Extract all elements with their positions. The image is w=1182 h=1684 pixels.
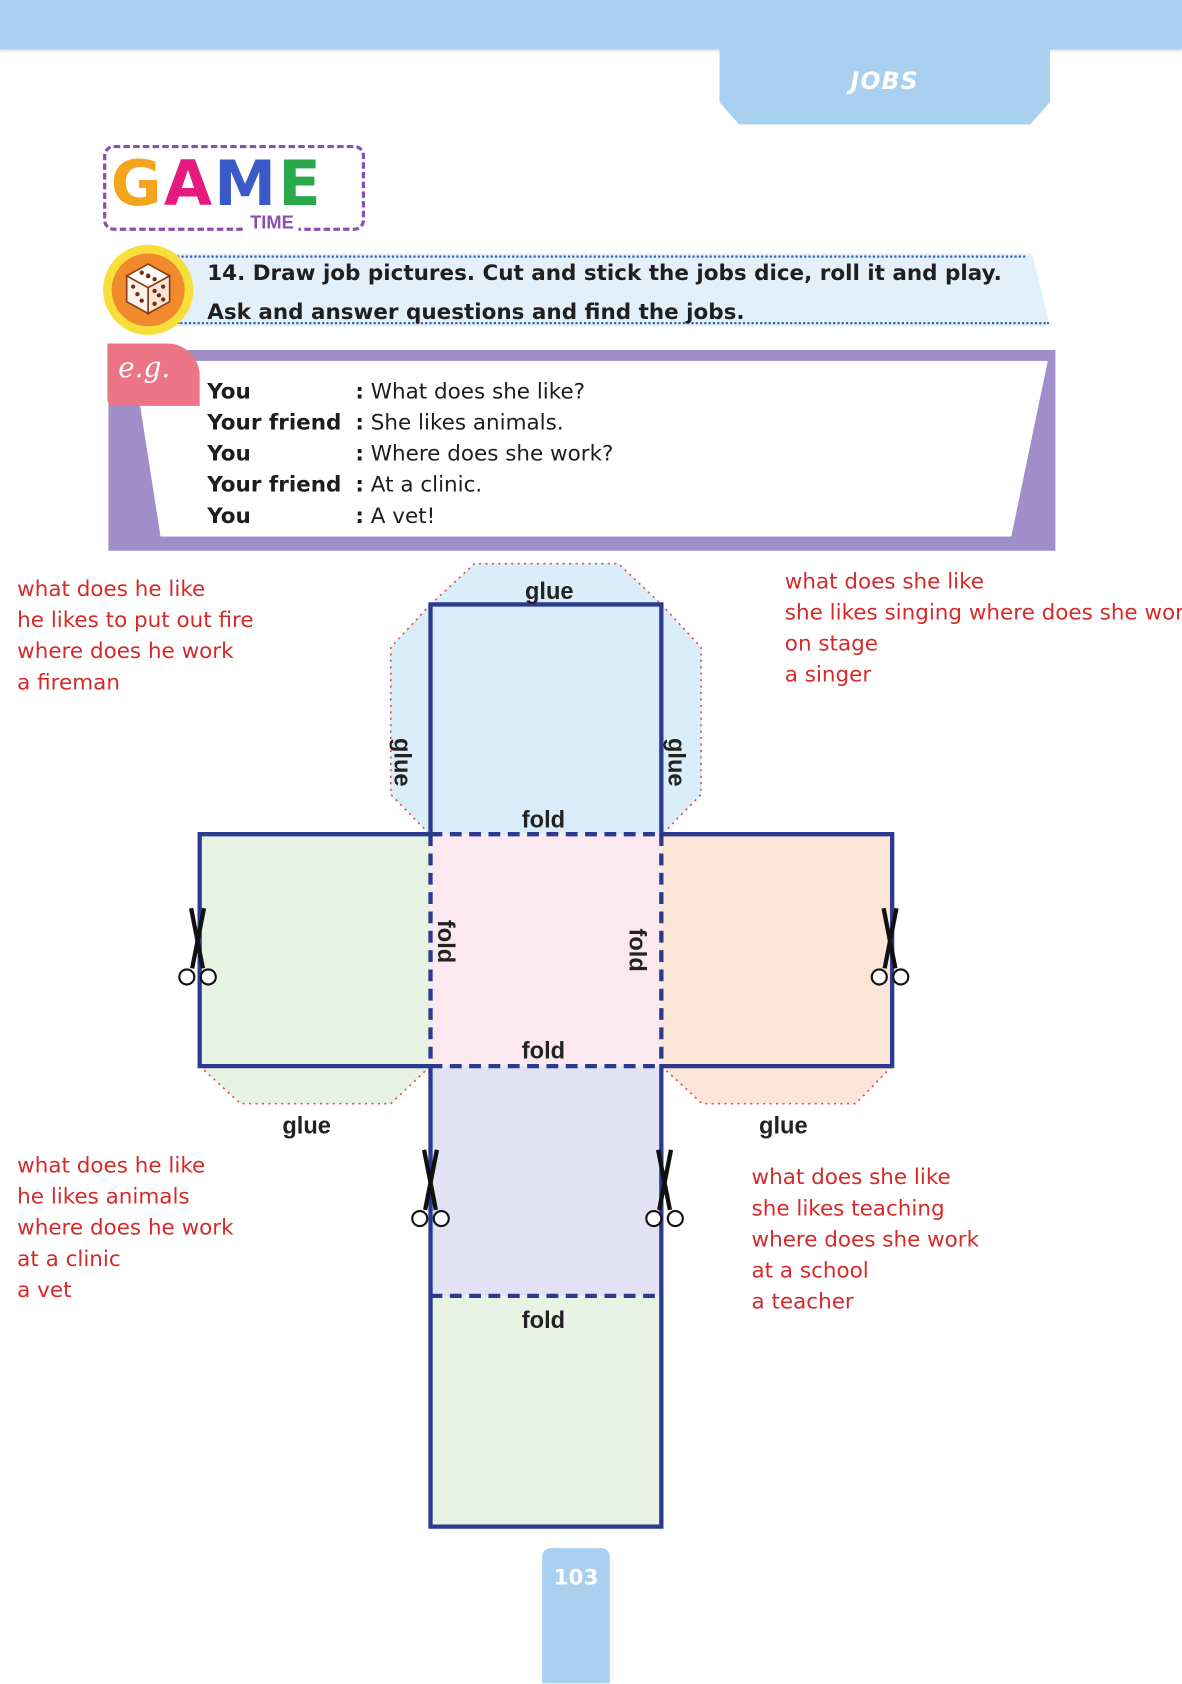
logo-letter-e: E <box>278 147 323 221</box>
instruction-top-dots <box>177 255 1026 258</box>
glue-tab-left-bottom <box>197 1065 433 1105</box>
glue-label-bottom-left: glue <box>282 1112 331 1140</box>
section-tab <box>719 49 1050 125</box>
note-line: at a clinic <box>17 1245 121 1272</box>
dialogue-text: : Where does she work? <box>355 440 614 466</box>
dialogue-speaker: You <box>207 440 251 466</box>
dialogue-text: : A vet! <box>355 502 436 529</box>
note-line: where does she work <box>751 1226 980 1252</box>
dialogue-speaker: You <box>207 502 251 529</box>
instruction-bottom-dots <box>177 322 1049 325</box>
note-line: what does he like <box>17 575 206 602</box>
logo-letter-g: G <box>110 147 164 221</box>
dialogue-speaker: Your friend <box>207 471 342 498</box>
section-tab-label: JOBS <box>850 68 919 96</box>
logo-letter-m: M <box>214 147 279 221</box>
note-line: what does he like <box>17 1151 206 1178</box>
note-bottom-right: what does she like she likes teaching wh… <box>752 1162 980 1318</box>
note-line: a fireman <box>17 668 120 695</box>
dialogue-speaker: You <box>207 377 251 404</box>
header-band <box>0 0 1182 50</box>
note-line: she likes singing where does she work <box>784 599 1182 625</box>
face-lower <box>430 1066 662 1296</box>
note-line: at a school <box>751 1257 869 1283</box>
note-top-right: what does she like she likes singing whe… <box>785 566 1182 691</box>
face-center <box>430 834 662 1067</box>
note-line: a vet <box>17 1276 72 1303</box>
note-line: a singer <box>784 661 872 688</box>
note-line: where does he work <box>17 637 234 664</box>
face-bottom <box>430 1295 662 1527</box>
fold-lines <box>428 832 664 1298</box>
glue-label-bottom-right: glue <box>759 1112 808 1140</box>
note-line: what does she like <box>751 1163 951 1190</box>
instruction-box <box>161 253 1050 327</box>
glue-label-right: glue <box>663 737 690 787</box>
logo-letter-a: A <box>163 147 215 221</box>
note-line: a teacher <box>751 1288 854 1315</box>
glue-label-top: glue <box>524 577 574 605</box>
page-number-tab <box>542 1548 610 1684</box>
glue-tab-right-bottom <box>659 1065 895 1105</box>
glue-label-left: glue <box>389 737 417 787</box>
fold-label-top: fold <box>521 806 566 834</box>
note-top-left: what does he like he likes to put out fi… <box>17 573 253 698</box>
fold-label-bottom: fold <box>521 1306 566 1334</box>
fold-label-middle: fold <box>521 1037 566 1064</box>
dice-icon <box>103 244 194 335</box>
example-inner <box>133 360 1048 537</box>
note-line: what does she like <box>784 567 985 594</box>
page-number: 103 <box>553 1564 599 1591</box>
note-line: he likes to put out fire <box>17 606 254 633</box>
instruction-line-1: 14. Draw job pictures. Cut and stick the… <box>207 260 1002 286</box>
glue-tab-top-left <box>389 602 432 838</box>
fold-label-left: fold <box>432 919 460 964</box>
face-top <box>430 604 662 835</box>
dialogue-text: : She likes animals. <box>355 409 564 435</box>
glue-tab-top-right <box>660 602 702 838</box>
dialogue-text: : At a clinic. <box>355 471 483 498</box>
face-right <box>661 834 893 1067</box>
glue-tab-top <box>428 562 664 606</box>
fold-label-right: fold <box>623 928 651 972</box>
example-badge-label: e.g. <box>118 352 171 385</box>
instruction-number: 14. <box>207 259 246 286</box>
note-line: she likes teaching <box>751 1194 945 1221</box>
instruction-line-2: Ask and answer questions and find the jo… <box>207 298 745 325</box>
game-time-logo: GAME TIME <box>103 144 366 232</box>
note-bottom-left: what does he like he likes animals where… <box>17 1150 233 1306</box>
note-line: where does he work <box>17 1214 234 1241</box>
note-line: he likes animals <box>17 1183 190 1209</box>
dialogue-speaker: Your friend <box>207 409 342 435</box>
example-badge <box>107 343 200 406</box>
dialogue-text: : What does she like? <box>355 377 586 404</box>
face-left <box>199 834 431 1067</box>
logo-time: TIME <box>245 214 299 232</box>
instruction-text-1: Draw job pictures. Cut and stick the job… <box>252 259 1002 286</box>
note-line: on stage <box>784 630 878 656</box>
